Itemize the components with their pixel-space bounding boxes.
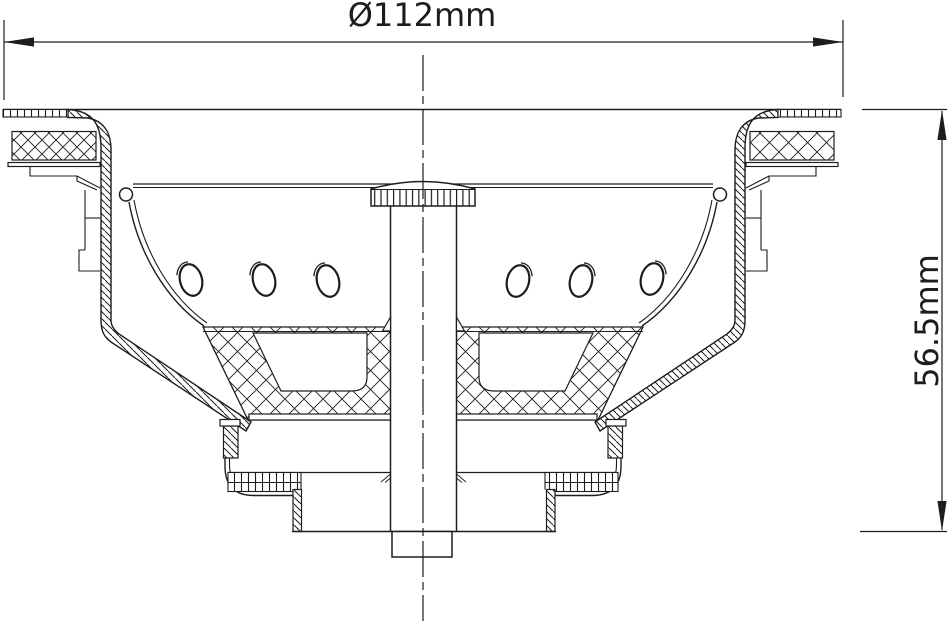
hole-lip [520,262,533,277]
bracket-right [745,167,817,272]
arrow-up-icon [937,110,947,140]
basket-wall-right-inner [638,199,713,324]
wall-right-section [594,108,779,433]
arrow-left-icon [4,37,34,47]
stem-flare-left [381,314,392,332]
hole-lip [583,262,596,277]
basket-wall-left-outer [128,201,205,327]
gasket-rail [7,161,101,168]
hole-lip [654,260,667,275]
hole-outline [505,264,531,298]
diameter-dimension-label: Ø112mm [348,0,497,34]
dimension-height: 56.5mm [860,108,947,533]
strainer-hole [249,261,277,297]
stopper-groove-left [252,332,368,392]
cup-lip-right [607,425,624,459]
rim-curl-right [712,187,728,202]
strainer-hole [639,260,667,296]
housing-wall-left [292,488,303,533]
bracket-wedge [748,176,770,191]
gasket-crosshatch [749,130,835,161]
hole-lip [313,262,326,277]
rim-curl-left [118,187,134,202]
stem-flare-right [455,314,466,332]
washer-left-ticks [227,471,302,493]
basket-wall-right-outer [641,201,718,327]
stem-foot-block [391,530,453,558]
washer-sheet [227,471,619,493]
hole-lip [176,261,189,276]
basket-wall-left-inner [133,199,208,324]
bracket-left [29,167,101,272]
strainer-hole [505,262,533,298]
strainer-hole [176,261,204,297]
hole-outline [568,264,594,298]
wall-left-section [67,108,252,433]
hole-outline [315,264,341,298]
strainer-hole [313,262,341,298]
cup-lip-left [222,425,239,459]
knurl-band-left [2,108,69,118]
bracket-wedge [76,176,98,191]
cup-lip-cap-left [219,418,241,427]
gasket-rail [745,161,839,168]
stopper-groove-right [478,332,594,392]
hole-outline [251,263,277,297]
flange-body [2,108,842,433]
gasket-left [7,130,101,168]
hole-outline [639,262,665,296]
knurl-band-right [777,108,842,118]
cup-lip-cap-right [605,418,627,427]
hole-lip [249,261,262,276]
hole-outline [178,263,204,297]
stem-gusset-hatch [380,473,467,483]
housing-wall-right [545,488,556,533]
bracket-step [78,249,100,272]
strainer-hole [568,262,596,298]
gasket-crosshatch [11,130,97,161]
dimension-width: Ø112mm [3,0,844,100]
bracket-step [746,249,768,272]
gasket-right [745,130,839,168]
bracket-shelf [745,167,817,189]
bracket-shelf [29,167,101,189]
arrow-right-icon [813,37,843,47]
stem-foot [391,530,453,558]
height-dimension-label: 56.5mm [908,254,946,388]
washer-right-ticks [544,471,619,493]
arrow-down-icon [937,501,947,531]
